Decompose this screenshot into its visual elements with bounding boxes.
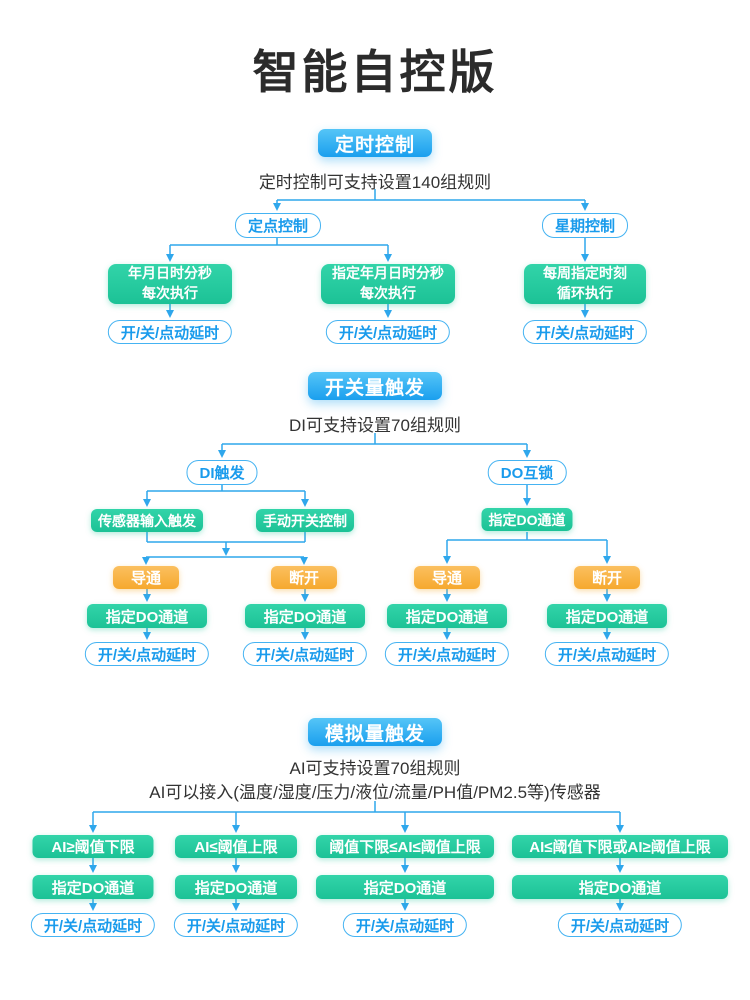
node-do-channel-analog-3: 指定DO通道 (316, 875, 494, 899)
section-badge-analog-trigger: 模拟量触发 (307, 718, 443, 746)
node-manual-switch-control: 手动开关控制 (256, 509, 354, 532)
analog-trigger-subtitle-1: AI可支持设置70组规则 (289, 759, 461, 778)
node-do-interlock: DO互锁 (487, 460, 567, 485)
node-on-left: 导通 (113, 566, 179, 589)
node-do-channel-2: 指定DO通道 (245, 604, 365, 628)
page-title: 智能自控版 (252, 46, 498, 98)
node-do-channel-analog-1: 指定DO通道 (32, 875, 154, 899)
node-delay-switch-2: 开/关/点动延时 (242, 642, 368, 666)
node-delay-timed-3: 开/关/点动延时 (522, 320, 648, 344)
node-di-trigger: DI触发 (186, 460, 258, 485)
node-delay-analog-3: 开/关/点动延时 (342, 913, 468, 937)
node-delay-analog-1: 开/关/点动延时 (30, 913, 156, 937)
node-off-right: 断开 (574, 566, 640, 589)
node-do-channel-analog-2: 指定DO通道 (175, 875, 297, 899)
node-do-channel-4: 指定DO通道 (547, 604, 667, 628)
node-delay-timed-2: 开/关/点动延时 (325, 320, 451, 344)
node-do-channel-interlock: 指定DO通道 (481, 508, 573, 531)
node-sensor-input-trigger: 传感器输入触发 (91, 509, 203, 532)
analog-trigger-subtitle-2: AI可以接入(温度/湿度/压力/液位/流量/PH值/PM2.5等)传感器 (149, 783, 601, 802)
node-ymdhms-every-exec: 年月日时分秒 每次执行 (108, 264, 232, 304)
node-cond-ai-ge-lower: AI≥阈值下限 (32, 835, 154, 858)
node-do-channel-analog-4: 指定DO通道 (512, 875, 728, 899)
node-delay-switch-1: 开/关/点动延时 (84, 642, 210, 666)
node-delay-analog-4: 开/关/点动延时 (557, 913, 683, 937)
node-cond-between-thresholds: 阈值下限≤AI≤阈值上限 (316, 835, 494, 858)
wire-arrows (89, 200, 624, 911)
node-specified-ymdhms-exec: 指定年月日时分秒 每次执行 (321, 264, 455, 304)
timed-control-subtitle: 定时控制可支持设置140组规则 (258, 173, 492, 192)
node-delay-switch-4: 开/关/点动延时 (544, 642, 670, 666)
node-weekly-schedule-loop: 每周指定时刻 循环执行 (524, 264, 646, 304)
section-badge-timed-control: 定时控制 (317, 129, 433, 157)
node-do-channel-3: 指定DO通道 (387, 604, 507, 628)
node-weekly-control: 星期控制 (541, 213, 629, 238)
node-fixed-point-control: 定点控制 (234, 213, 322, 238)
switch-trigger-subtitle: DI可支持设置70组规则 (289, 416, 461, 435)
node-do-channel-1: 指定DO通道 (87, 604, 207, 628)
section-badge-switch-trigger: 开关量触发 (307, 372, 443, 400)
node-off-left: 断开 (271, 566, 337, 589)
node-delay-timed-1: 开/关/点动延时 (107, 320, 233, 344)
node-delay-switch-3: 开/关/点动延时 (384, 642, 510, 666)
node-on-right: 导通 (414, 566, 480, 589)
node-delay-analog-2: 开/关/点动延时 (173, 913, 299, 937)
node-cond-outside-thresholds: AI≤阈值下限或AI≥阈值上限 (512, 835, 728, 858)
node-cond-ai-le-upper: AI≤阈值上限 (175, 835, 297, 858)
